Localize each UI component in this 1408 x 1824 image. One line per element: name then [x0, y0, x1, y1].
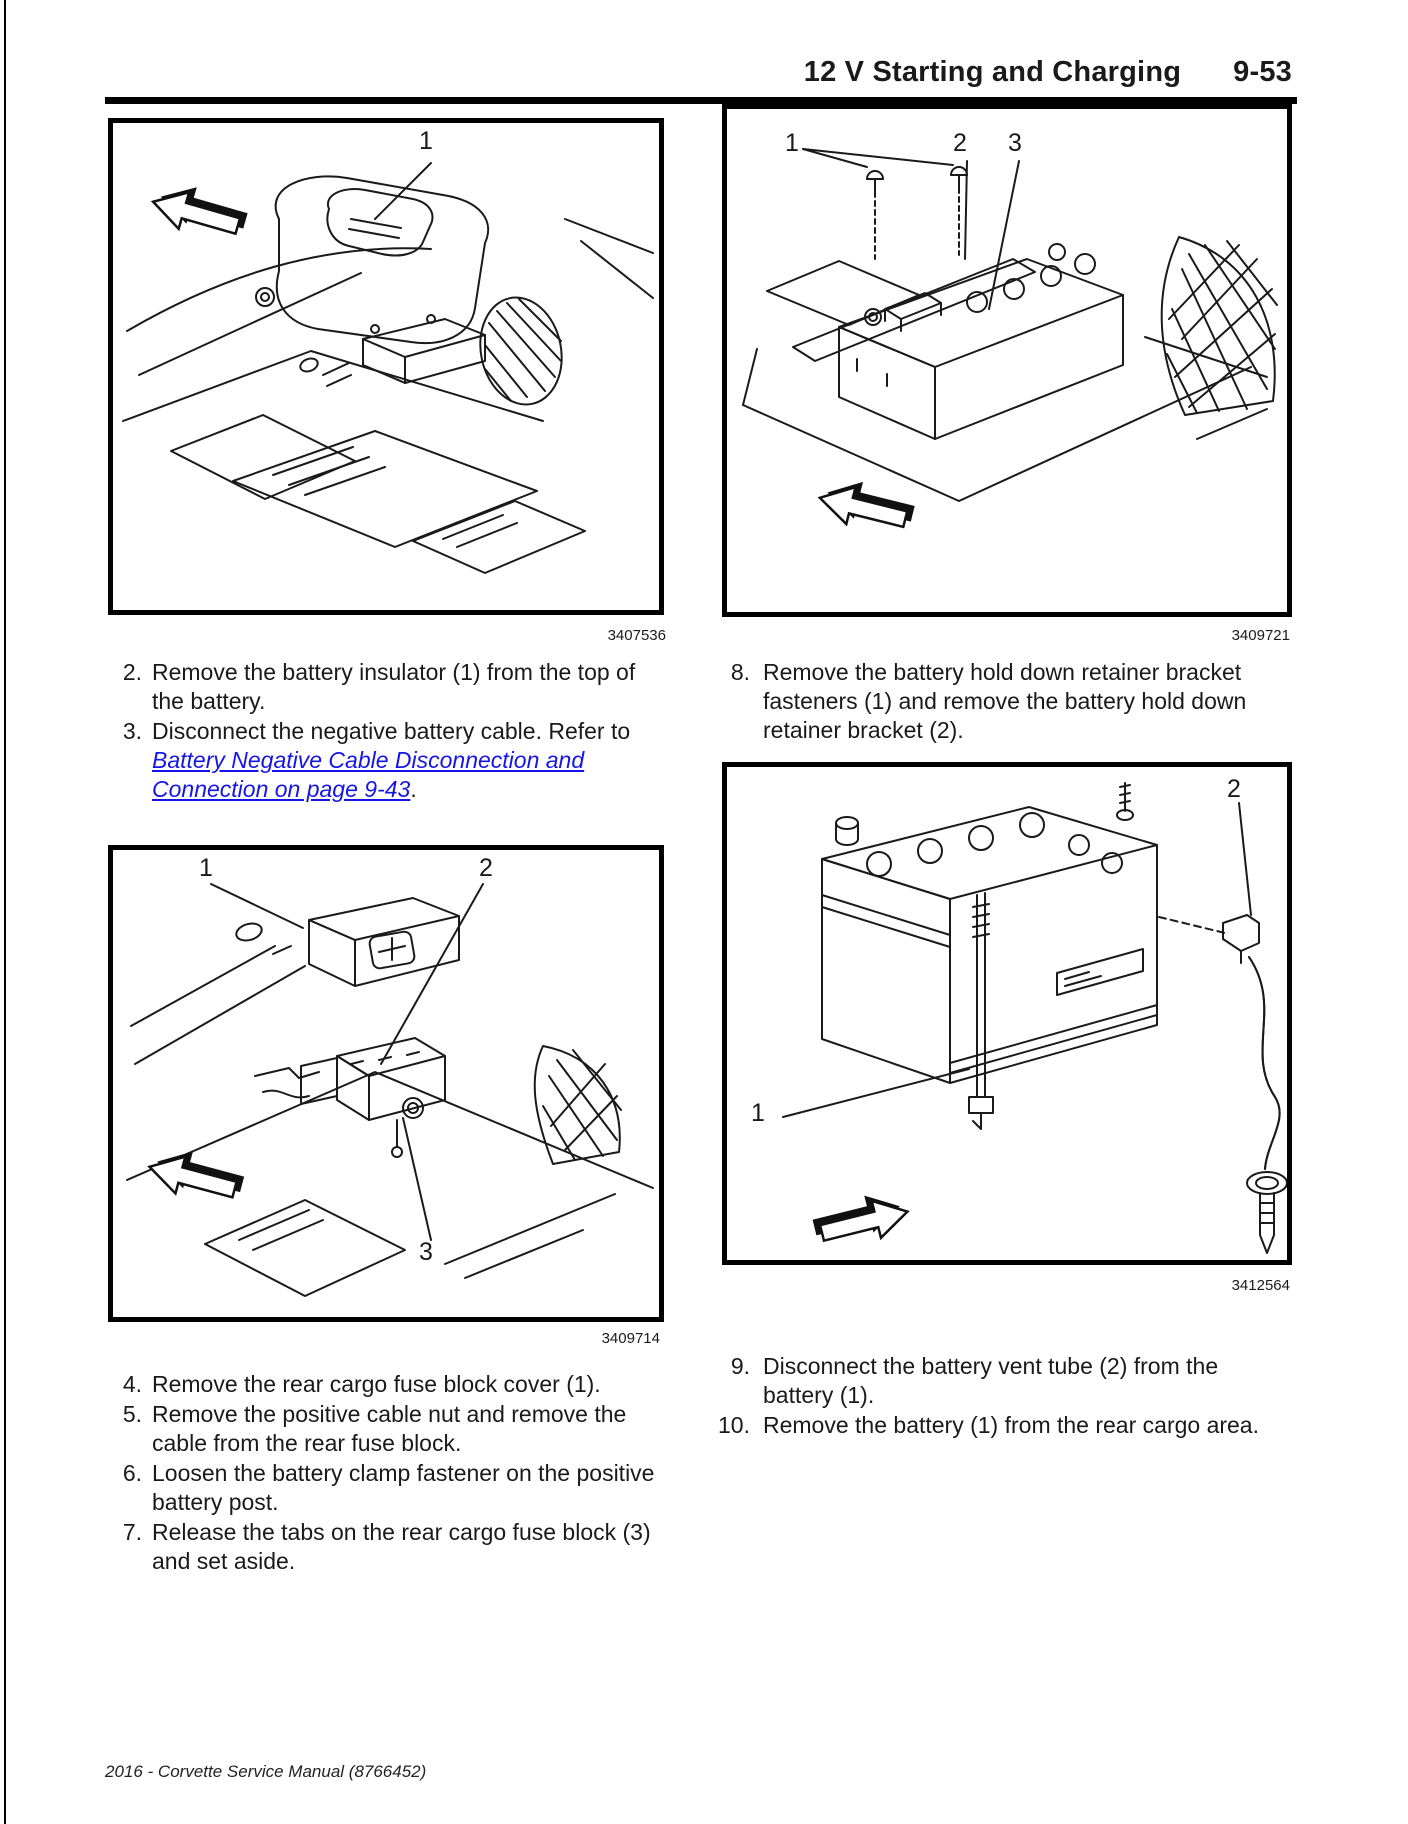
procedure-steps-right-top: 8. Remove the battery hold down retainer… — [712, 658, 1284, 746]
figure-holddown-bracket: 1 2 3 — [722, 104, 1292, 617]
figure-number: 3412564 — [1231, 1277, 1290, 1294]
step-text-before-link: Disconnect the negative battery cable. R… — [152, 718, 631, 744]
step-8: 8. Remove the battery hold down retainer… — [712, 658, 1284, 745]
figure-number: 3409714 — [601, 1330, 660, 1347]
page-header: 12 V Starting and Charging 9-53 — [105, 56, 1292, 89]
step-number: 6. — [122, 1460, 142, 1486]
step-text: Disconnect the battery vent tube (2) fro… — [763, 1353, 1219, 1408]
page-edge-line — [4, 0, 6, 1824]
step-number: 2. — [122, 659, 142, 685]
step-9: 9. Disconnect the battery vent tube (2) … — [712, 1352, 1284, 1410]
step-text: Remove the rear cargo fuse block cover (… — [152, 1371, 601, 1397]
figure-battery-vent-tube: 2 1 — [722, 762, 1292, 1265]
step-text: Remove the battery insulator (1) from th… — [152, 659, 636, 714]
callout-3: 3 — [419, 1238, 433, 1266]
figure-fuse-block: 1 2 3 — [108, 845, 664, 1322]
step-5: 5. Remove the positive cable nut and rem… — [112, 1400, 664, 1458]
callout-2: 2 — [479, 854, 493, 882]
step-7: 7. Release the tabs on the rear cargo fu… — [112, 1518, 664, 1576]
step-text-after-link: . — [410, 776, 417, 802]
direction-arrow-icon — [150, 187, 248, 236]
header-rule — [105, 97, 1297, 104]
procedure-steps-left-top: 2. Remove the battery insulator (1) from… — [112, 658, 657, 805]
callout-1: 1 — [751, 1099, 765, 1127]
figure-battery-insulator: 1 — [108, 118, 664, 615]
procedure-steps-right-bottom: 9. Disconnect the battery vent tube (2) … — [712, 1352, 1284, 1441]
fuse-block-drawing — [126, 883, 654, 1297]
direction-arrow-icon — [817, 481, 915, 529]
step-number: 7. — [122, 1519, 142, 1545]
step-number: 4. — [122, 1371, 142, 1397]
callout-1: 1 — [419, 127, 433, 155]
battery-vent-tube-drawing — [782, 782, 1287, 1254]
section-title: 12 V Starting and Charging — [803, 56, 1182, 88]
callout-2: 2 — [1227, 775, 1241, 803]
callout-1: 1 — [199, 854, 213, 882]
step-text: Loosen the battery clamp fastener on the… — [152, 1460, 655, 1515]
callout-1: 1 — [785, 129, 799, 157]
callout-2: 2 — [953, 129, 967, 157]
step-text: Remove the battery hold down retainer br… — [763, 659, 1247, 743]
step-number: 8. — [730, 659, 750, 685]
step-number: 5. — [122, 1401, 142, 1427]
step-number: 3. — [122, 718, 142, 744]
procedure-steps-left-bottom: 4. Remove the rear cargo fuse block cove… — [112, 1370, 664, 1577]
step-number: 10. — [718, 1412, 750, 1438]
page-number: 9-53 — [1233, 56, 1292, 88]
step-number: 9. — [730, 1353, 750, 1379]
direction-arrow-icon — [147, 1151, 245, 1199]
figure-number: 3409721 — [1231, 627, 1290, 644]
step-2: 2. Remove the battery insulator (1) from… — [112, 658, 657, 716]
footer-text: 2016 - Corvette Service Manual (8766452) — [105, 1762, 427, 1781]
battery-negative-cable-link[interactable]: Battery Negative Cable Disconnection and… — [152, 747, 585, 802]
step-3: 3. Disconnect the negative battery cable… — [112, 717, 657, 804]
figure-number: 3407536 — [607, 627, 666, 644]
step-text: Remove the battery (1) from the rear car… — [763, 1412, 1259, 1438]
battery-insulator-drawing — [122, 162, 654, 574]
step-text: Disconnect the negative battery cable. R… — [152, 717, 657, 804]
step-10: 10. Remove the battery (1) from the rear… — [712, 1411, 1284, 1440]
holddown-bracket-drawing — [742, 148, 1278, 529]
direction-arrow-icon — [812, 1195, 910, 1243]
step-6: 6. Loosen the battery clamp fastener on … — [112, 1459, 664, 1517]
step-text: Release the tabs on the rear cargo fuse … — [152, 1519, 651, 1574]
callout-3: 3 — [1008, 129, 1022, 157]
step-text: Remove the positive cable nut and remove… — [152, 1401, 627, 1456]
step-4: 4. Remove the rear cargo fuse block cove… — [112, 1370, 664, 1399]
